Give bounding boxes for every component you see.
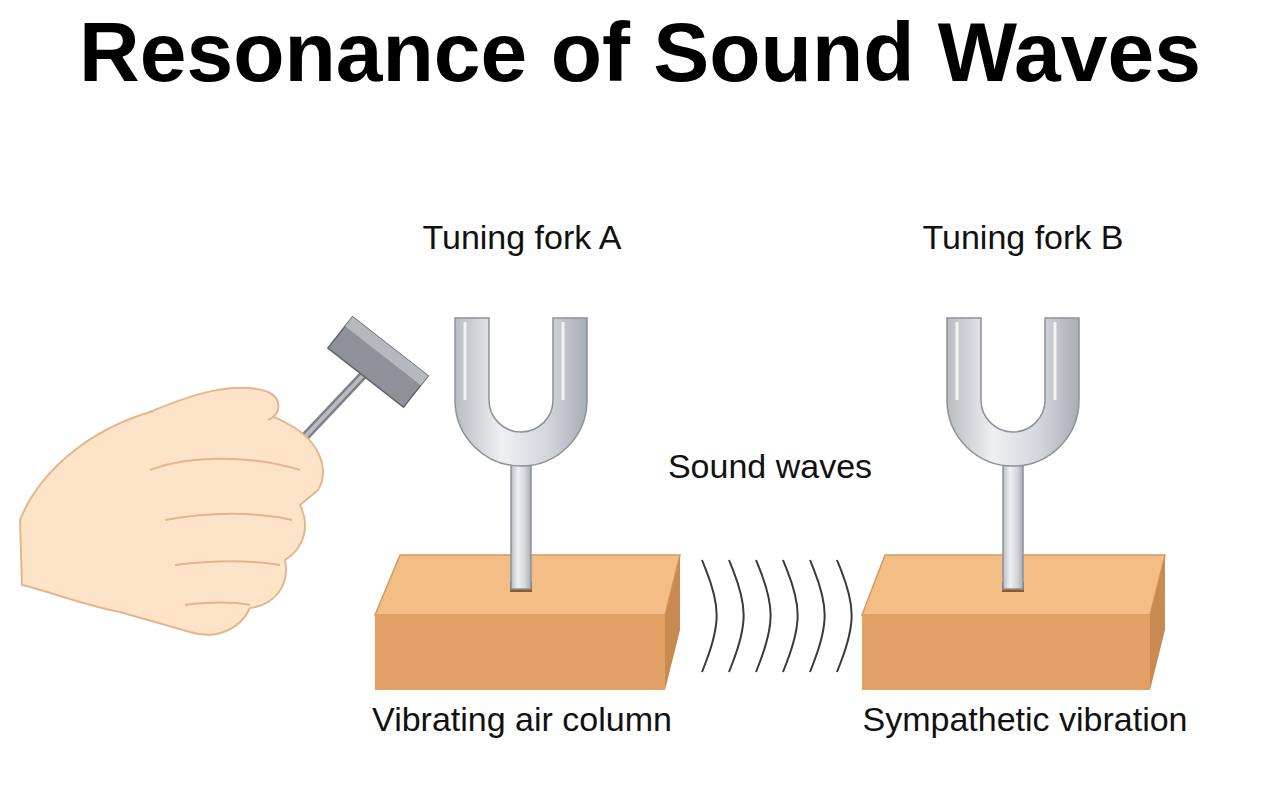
hand	[20, 388, 323, 635]
wave-arc	[702, 560, 717, 672]
sound-waves	[702, 560, 852, 672]
caption-label: Vibrating air column	[372, 700, 672, 739]
wave-label: Sound waves	[668, 447, 872, 486]
wave-arc	[810, 560, 825, 672]
wave-arc	[837, 560, 852, 672]
wave-arc	[756, 560, 771, 672]
wave-arc	[783, 560, 798, 672]
title: Resonance of Sound Waves	[0, 6, 1280, 98]
fork-label: Tuning fork B	[923, 218, 1124, 257]
tuning-fork	[947, 318, 1079, 589]
caption-label: Sympathetic vibration	[862, 700, 1187, 739]
tuning-fork	[455, 318, 587, 589]
fork-label: Tuning fork A	[422, 218, 621, 257]
wave-arc	[729, 560, 744, 672]
